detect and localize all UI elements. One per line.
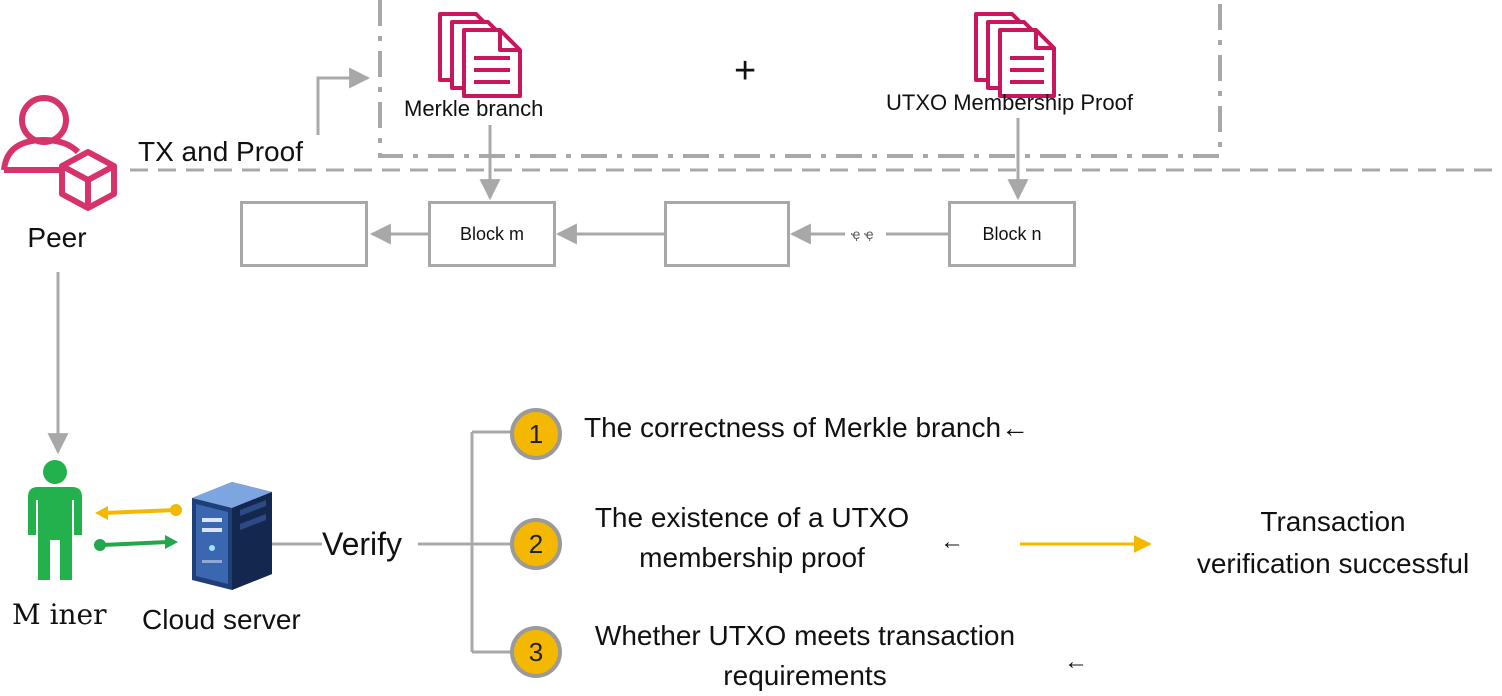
server-to-miner-arrow (103, 508, 177, 515)
block-m-label: Block m (459, 223, 524, 244)
check-2-badge: 2 (510, 518, 562, 570)
check-3-badge: 3 (510, 626, 562, 678)
chain-ellipsis: ҿ ҿ (851, 226, 874, 242)
check-2-arrow: ← (940, 528, 964, 555)
miner-icon (28, 460, 82, 580)
proof-box-border (378, 0, 1222, 158)
block-empty-left (240, 201, 368, 267)
check-1-text: The correctness of Merkle branch← (584, 412, 1030, 443)
check-2-line2: membership proof (639, 542, 865, 573)
plus-sign: + (734, 50, 757, 92)
utxo-proof-label: UTXO Membership Proof (886, 90, 1133, 115)
check-3-arrow: ← (1064, 648, 1088, 675)
peer-label: Peer (27, 222, 87, 253)
block-n-label: Block n (982, 223, 1042, 244)
check-1-badge: 1 (510, 408, 562, 460)
merkle-doc-icon (438, 12, 522, 98)
miner-to-server-arrow (101, 540, 169, 547)
tx-and-proof-label: TX and Proof (138, 136, 303, 167)
block-n: Block n (948, 201, 1076, 267)
cloud-server-label: Cloud server (142, 604, 301, 635)
check-2-line1: The existence of a UTXO (594, 502, 910, 533)
verify-label: Verify (322, 526, 403, 562)
peer-icon (1, 95, 117, 211)
cloud-server-icon (192, 482, 272, 590)
check-3-line2: requirements (723, 660, 887, 691)
utxo-doc-icon (974, 12, 1056, 98)
miner-label: M iner (12, 598, 107, 631)
check-3-line1: Whether UTXO meets transaction (594, 620, 1016, 651)
result-line1: Transaction (1260, 506, 1406, 537)
merkle-branch-label: Merkle branch (404, 96, 544, 121)
block-m: Block m (428, 201, 556, 267)
result-line2: verification successful (1196, 548, 1470, 579)
tx-proof-arrow (316, 67, 371, 135)
block-empty-middle (664, 201, 790, 267)
